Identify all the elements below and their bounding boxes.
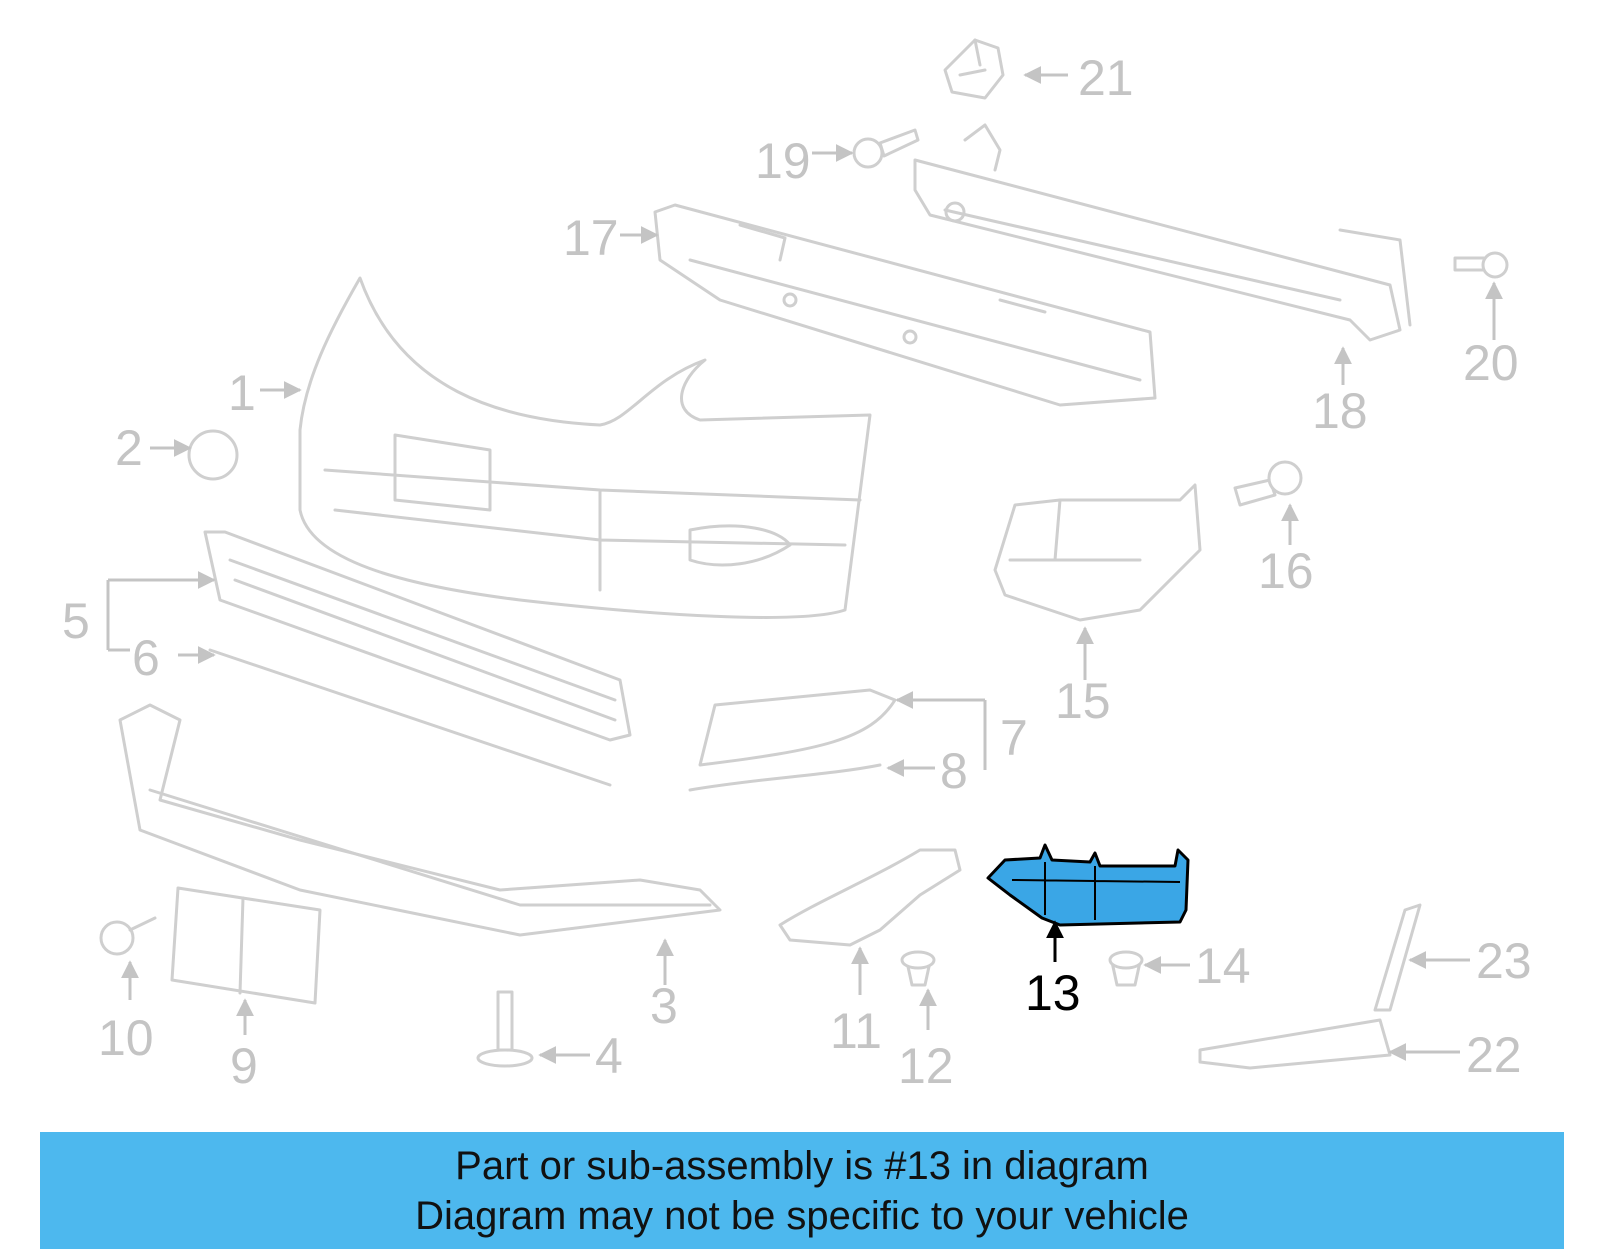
callout-labels: 21 19 17 18 20 1 2 5 6 7 8 16 15 3 4 9 1… [62,50,1532,1094]
banner-line-1: Part or sub-assembly is #13 in diagram [455,1143,1149,1188]
callout-10: 10 [98,1010,154,1066]
callout-3: 3 [650,978,678,1034]
callout-2: 2 [115,420,143,476]
callout-1: 1 [228,365,256,421]
callout-21: 21 [1078,50,1134,106]
callout-6: 6 [132,630,160,686]
part-9-plate [170,886,322,1005]
leader-lines [106,66,1503,1064]
callout-11: 11 [830,1003,882,1059]
part-7-fog-trim [698,688,897,767]
callout-13: 13 [1025,965,1081,1021]
callout-7: 7 [1000,710,1028,766]
part-21-bracket [943,38,1005,100]
part-4-pin [476,990,534,1068]
part-11-bracket [778,848,962,947]
callout-9: 9 [230,1038,258,1094]
part-16-clip [1233,460,1303,507]
callout-16: 16 [1258,543,1314,599]
part-2-cap [187,429,239,481]
part-22-molding [1198,1018,1392,1070]
part-17-absorber [653,203,1157,407]
callout-23: 23 [1476,933,1532,989]
part-23-trim [1373,903,1422,1012]
callout-5: 5 [62,593,90,649]
info-banner: Part or sub-assembly is #13 in diagram D… [40,1132,1564,1249]
part-12-clip [900,950,936,987]
callout-4: 4 [595,1028,623,1084]
part-15-bracket [993,483,1202,622]
callout-12: 12 [898,1038,954,1094]
part-19-bolt [852,128,920,169]
callout-15: 15 [1055,673,1111,729]
callout-22: 22 [1466,1027,1522,1083]
part-5-grille [203,530,632,742]
callout-18: 18 [1312,383,1368,439]
callout-20: 20 [1463,335,1519,391]
part-14-clip [1108,950,1144,987]
part-1-bumper-cover [298,276,872,619]
callout-14: 14 [1195,938,1251,994]
part-13-highlighted-bracket [986,843,1190,927]
banner-line-2: Diagram may not be specific to your vehi… [415,1193,1189,1238]
part-6-trim-strip [208,648,612,787]
callout-17: 17 [563,210,619,266]
part-20-bolt [1453,251,1509,279]
callout-19: 19 [755,133,811,189]
part-10-screw [99,916,157,956]
callout-8: 8 [940,743,968,799]
part-8-molding [688,763,882,792]
part-3-spoiler [118,703,722,937]
part-18-reinforcement [913,123,1412,342]
